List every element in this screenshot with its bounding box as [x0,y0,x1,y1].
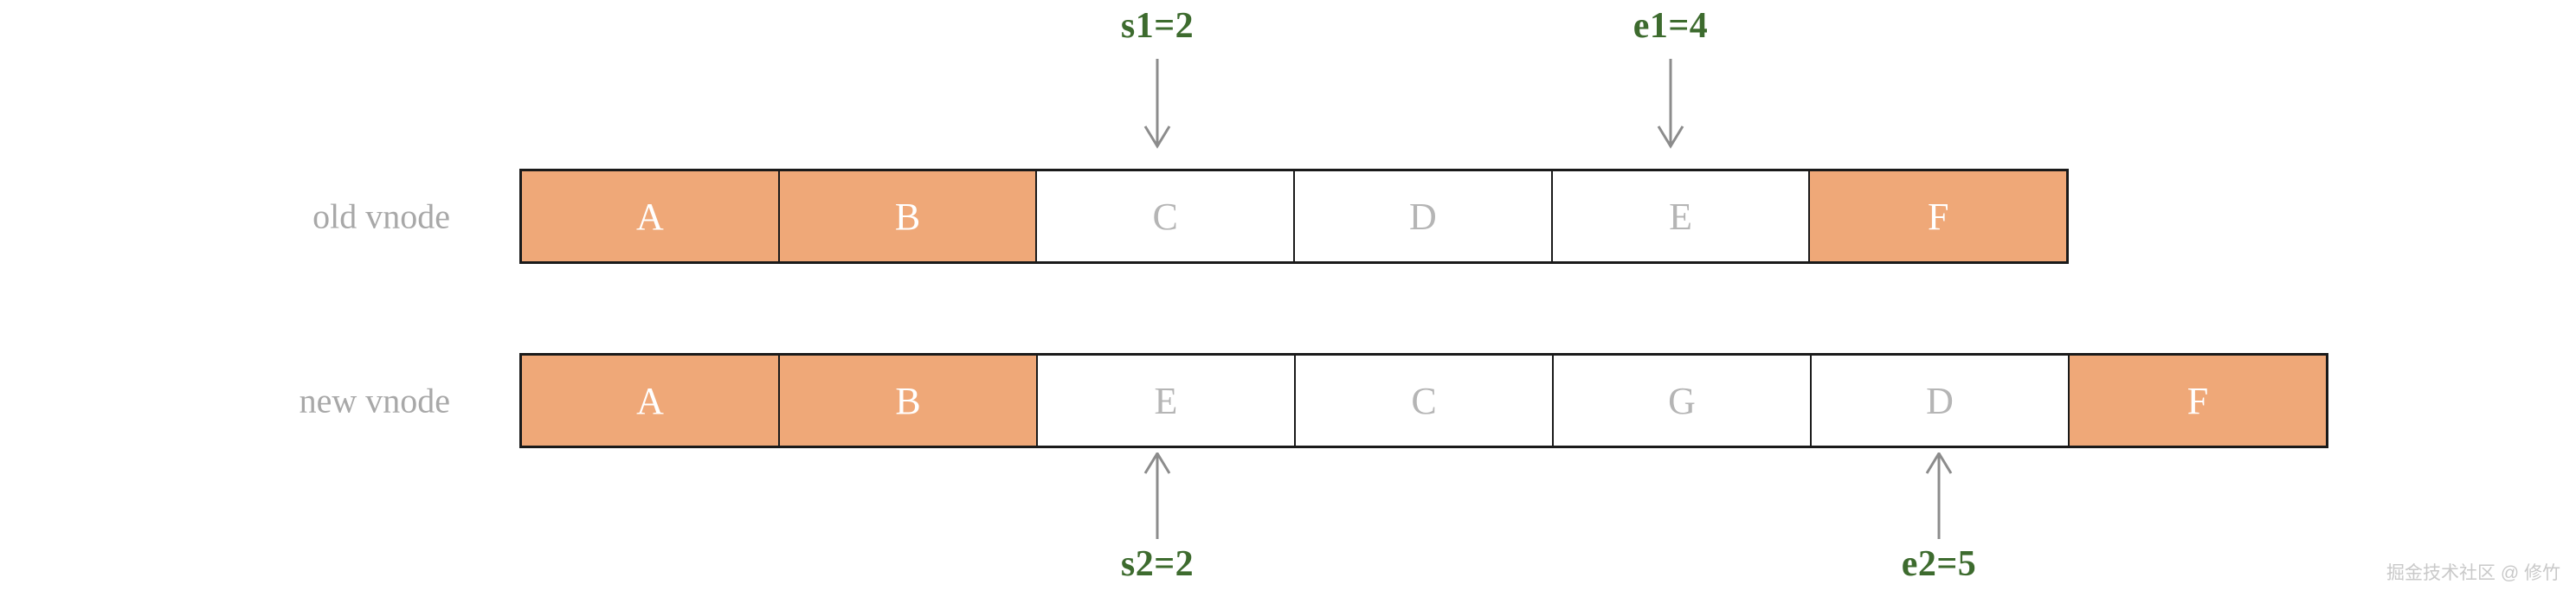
e2-up-arrow-icon [1922,451,1956,543]
new-vnode-cell-f: F [2070,356,2326,446]
marker-e1: e1=4 [1633,6,1709,46]
s1-down-arrow-icon [1140,59,1175,154]
old-vnode-cell-f: F [1810,171,2067,261]
watermark: 掘金技术社区 @ 修竹 [2386,563,2560,583]
new-vnode-cell-b: B [780,356,1038,446]
old-vnode-label: old vnode [312,196,450,236]
marker-e2: e2=5 [1901,544,1977,584]
new-vnode-cell-a: A [522,356,780,446]
old-vnode-cell-d: D [1295,171,1553,261]
new-vnode-cell-c: C [1296,356,1554,446]
s2-up-arrow-icon [1140,451,1175,543]
old-vnode-cell-c: C [1037,171,1296,261]
old-vnode-cell-e: E [1552,171,1811,261]
e1-down-arrow-icon [1653,59,1688,154]
new-vnode-cell-e: E [1038,356,1296,446]
marker-s2: s2=2 [1120,544,1195,584]
marker-s1: s1=2 [1120,6,1195,46]
old-vnode-cell-a: A [522,171,780,261]
new-vnode-cell-d: D [1812,356,2070,446]
old-vnode-cell-b: B [779,171,1038,261]
new-vnode-label: new vnode [299,381,450,420]
new-vnode-cell-g: G [1554,356,1812,446]
